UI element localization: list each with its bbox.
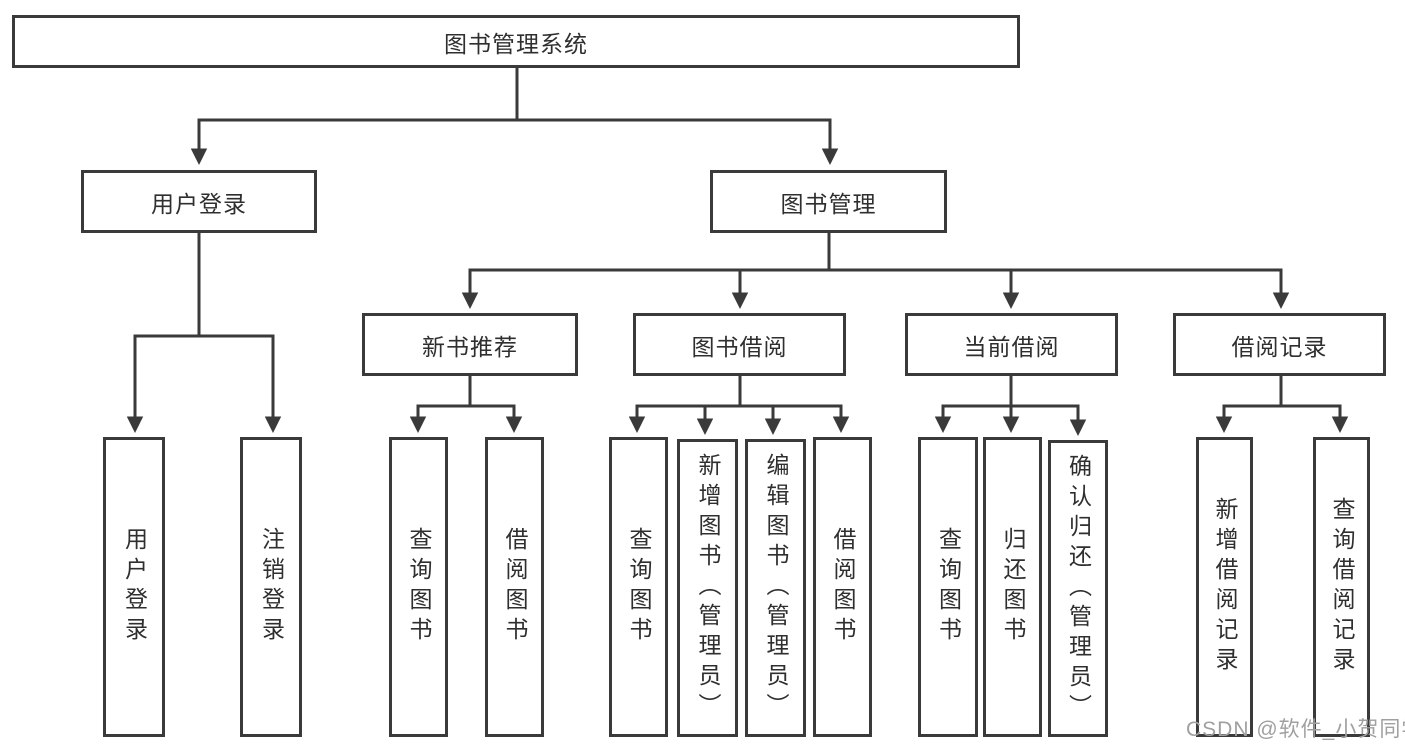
node-new-book-recommend: 新书推荐 <box>362 313 578 376</box>
leaf-query-book-borrow: 查询图书 <box>609 437 668 737</box>
leaf-user-login: 用户登录 <box>103 437 165 737</box>
leaf-confirm-return-admin: 确认归还（管理员） <box>1048 440 1108 737</box>
leaf-label: 注销登录 <box>258 527 285 647</box>
leaf-query-borrow-record: 查询借阅记录 <box>1313 437 1370 737</box>
csdn-watermark: CSDN @软件_小贺同学 <box>1186 718 1405 741</box>
node-label: 新书推荐 <box>422 333 518 360</box>
node-root-label: 图书管理系统 <box>444 30 588 57</box>
leaf-label: 编辑图书（管理员） <box>763 453 789 723</box>
leaf-label: 查询图书 <box>626 527 652 647</box>
leaf-add-borrow-record: 新增借阅记录 <box>1196 437 1253 737</box>
leaf-label: 借阅图书 <box>830 527 856 647</box>
node-root: 图书管理系统 <box>12 15 1020 68</box>
leaf-label: 查询图书 <box>406 527 432 647</box>
node-current-borrow: 当前借阅 <box>905 313 1118 376</box>
leaf-label: 新增图书（管理员） <box>695 453 721 723</box>
leaf-borrow-book-recommend: 借阅图书 <box>485 437 544 737</box>
node-book-borrow: 图书借阅 <box>633 313 846 376</box>
leaf-borrow-book: 借阅图书 <box>813 437 872 737</box>
leaf-label: 用户登录 <box>121 527 148 647</box>
leaf-label: 查询借阅记录 <box>1329 497 1355 677</box>
node-label: 借阅记录 <box>1231 333 1328 360</box>
leaf-add-book-admin: 新增图书（管理员） <box>677 439 738 737</box>
leaf-query-book-recommend: 查询图书 <box>389 437 448 737</box>
leaf-label: 新增借阅记录 <box>1212 497 1238 677</box>
node-borrow-records: 借阅记录 <box>1173 313 1386 376</box>
leaf-edit-book-admin: 编辑图书（管理员） <box>745 439 806 737</box>
node-book-management-group: 图书管理 <box>710 170 947 233</box>
leaf-label: 确认归还（管理员） <box>1065 453 1092 724</box>
leaf-logout: 注销登录 <box>240 437 302 737</box>
leaf-query-book-current: 查询图书 <box>918 437 978 737</box>
leaf-label: 查询图书 <box>935 527 962 647</box>
leaf-return-book: 归还图书 <box>983 437 1042 737</box>
node-user-login-group: 用户登录 <box>81 170 317 233</box>
node-label: 用户登录 <box>151 190 247 217</box>
leaf-label: 归还图书 <box>1000 527 1026 647</box>
node-label: 当前借阅 <box>963 333 1060 360</box>
node-label: 图书管理 <box>780 190 877 217</box>
node-label: 图书借阅 <box>691 333 788 360</box>
leaf-label: 借阅图书 <box>502 527 528 647</box>
